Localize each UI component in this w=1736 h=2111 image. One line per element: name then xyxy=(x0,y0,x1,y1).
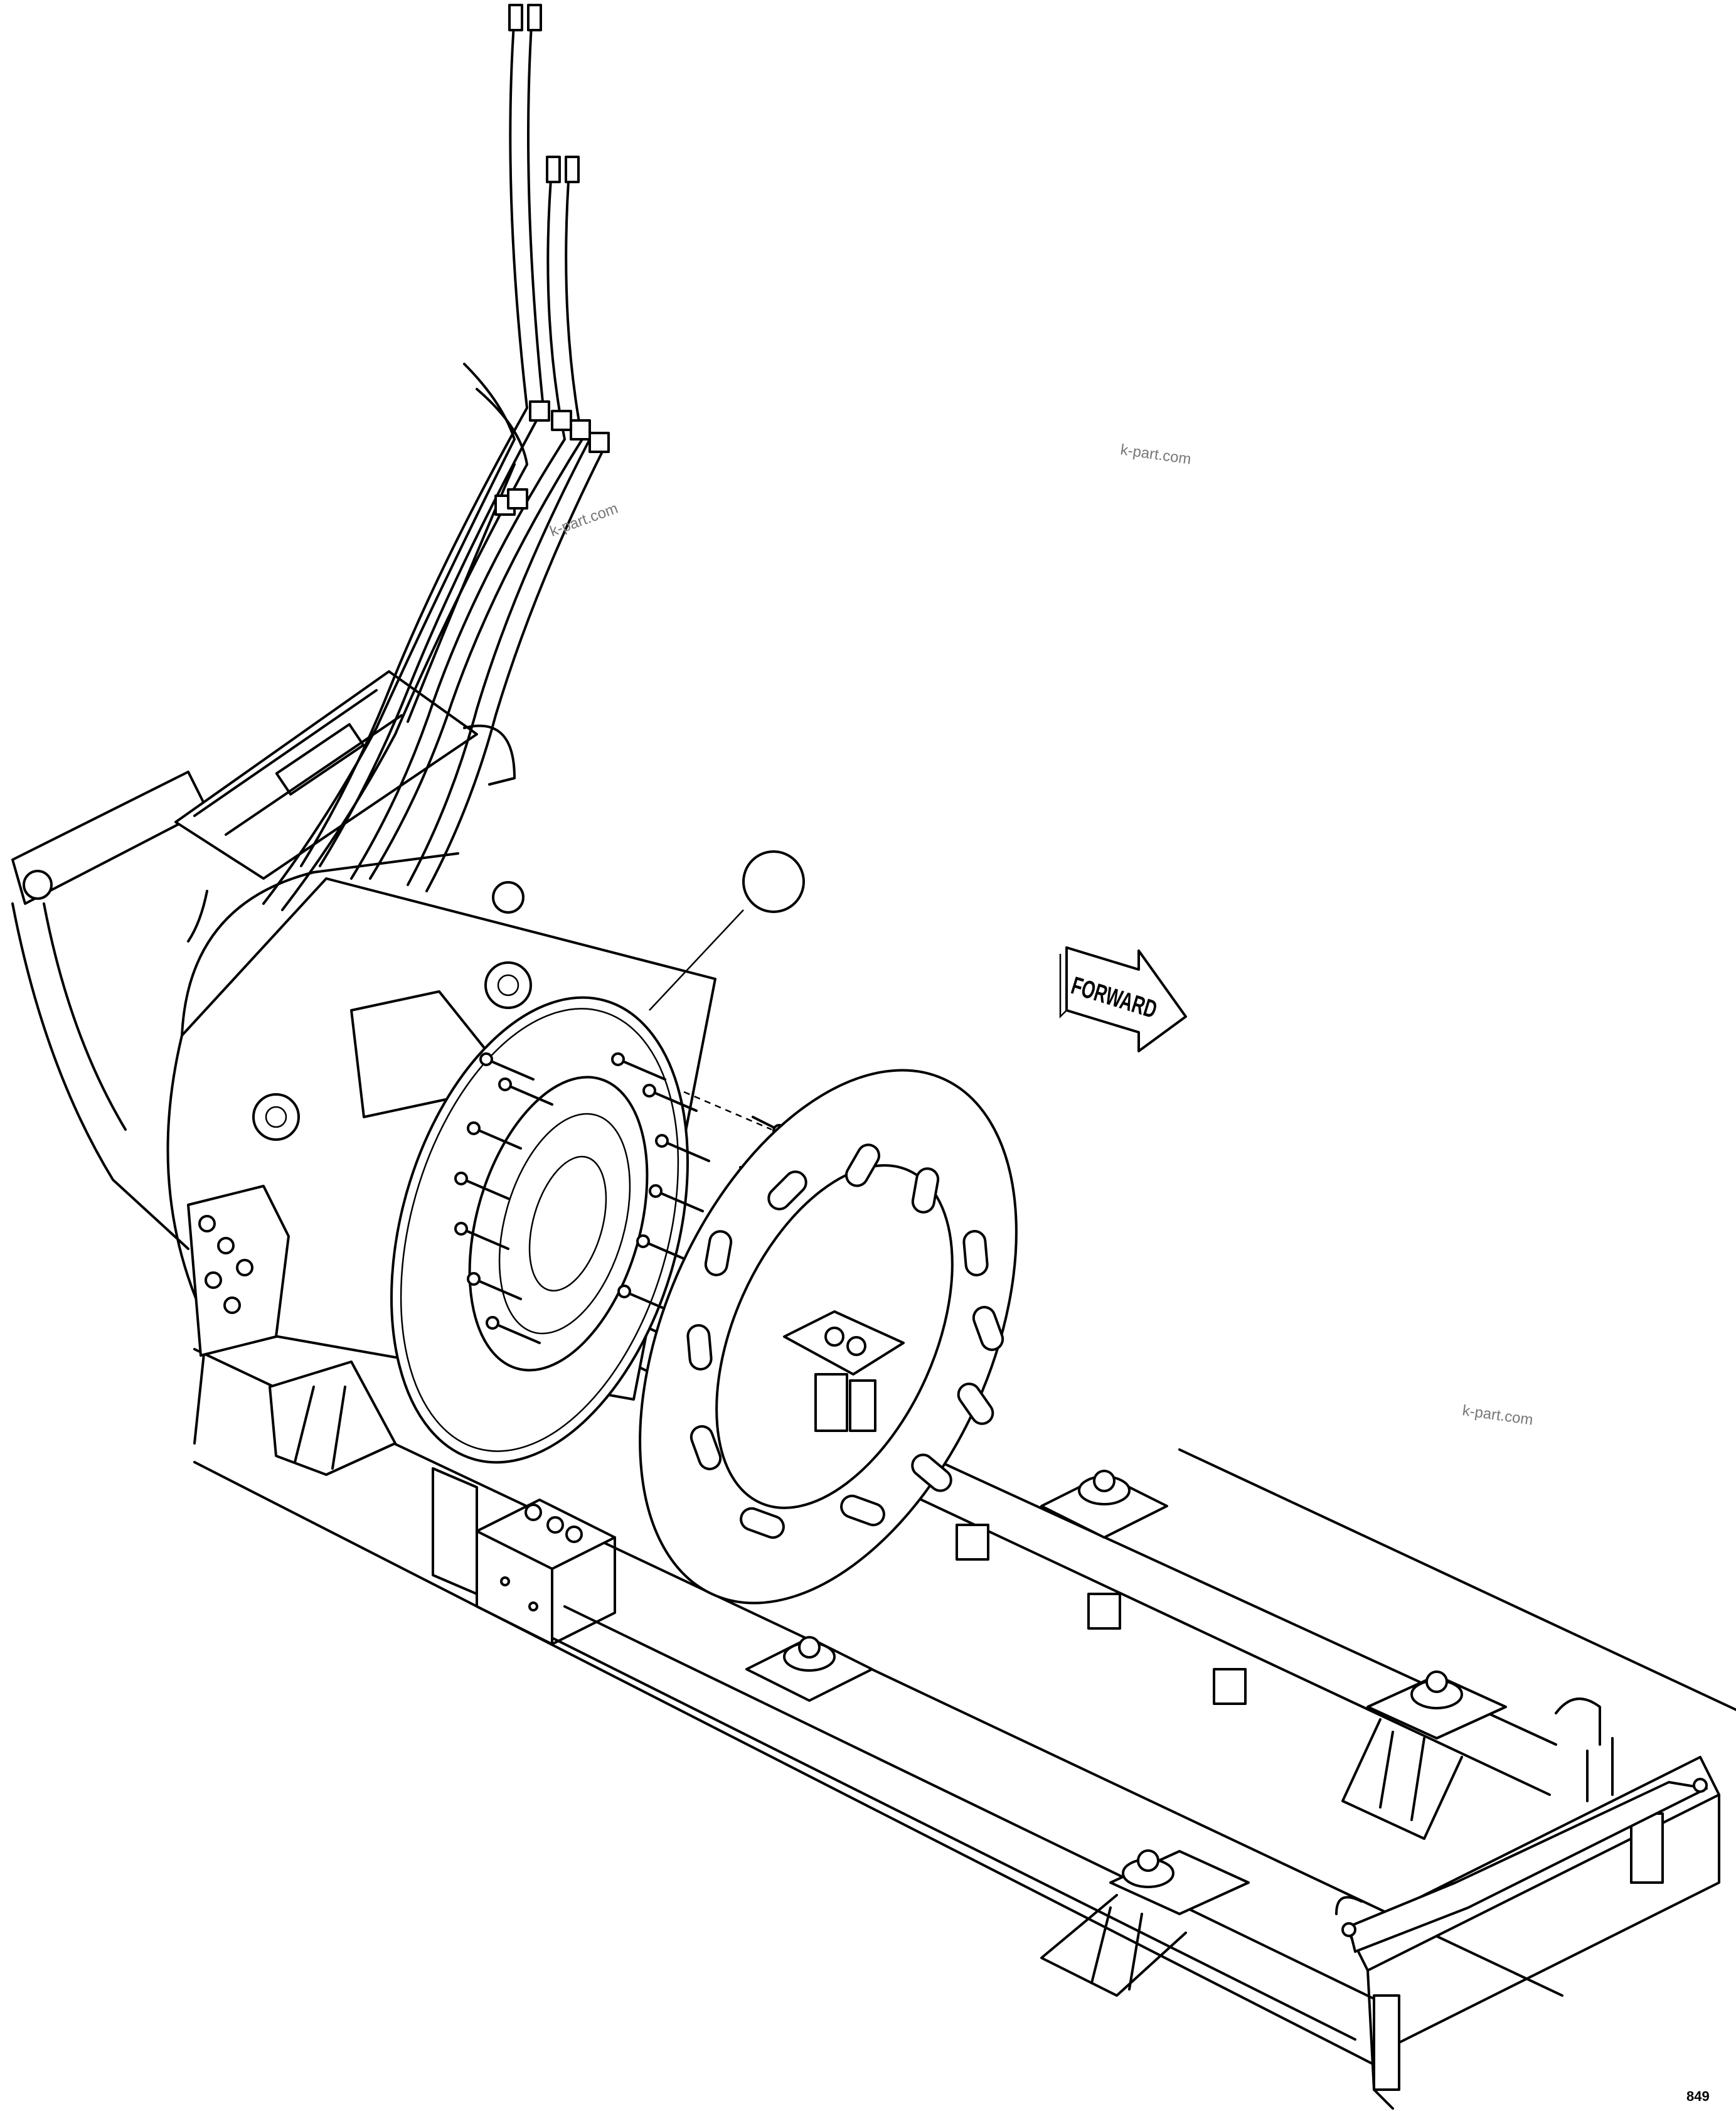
mount-pad xyxy=(1341,1670,1507,1840)
mount-pad xyxy=(1040,1470,1168,1539)
corner-code: 849 xyxy=(1686,2088,1710,2104)
frame-rails xyxy=(193,1323,1736,2110)
mount-pad xyxy=(745,1636,873,1702)
mount-pads xyxy=(745,1470,1507,1997)
front-mount-block xyxy=(432,1467,616,1645)
adapter-ring xyxy=(639,1069,1018,1605)
watermark: k-part.com xyxy=(548,500,620,540)
item-callout xyxy=(649,850,805,1011)
mount-pad xyxy=(1040,1849,1250,1997)
mounting-bolts xyxy=(454,1052,786,1344)
forward-direction-arrow: FORWARD xyxy=(1059,946,1187,1052)
callout-balloon xyxy=(742,850,805,913)
rear-link-assembly xyxy=(1335,1697,1708,1953)
power-cables xyxy=(187,4,610,943)
watermark: k-part.com xyxy=(1119,441,1192,468)
watermark: k-part.com xyxy=(1461,1402,1534,1429)
